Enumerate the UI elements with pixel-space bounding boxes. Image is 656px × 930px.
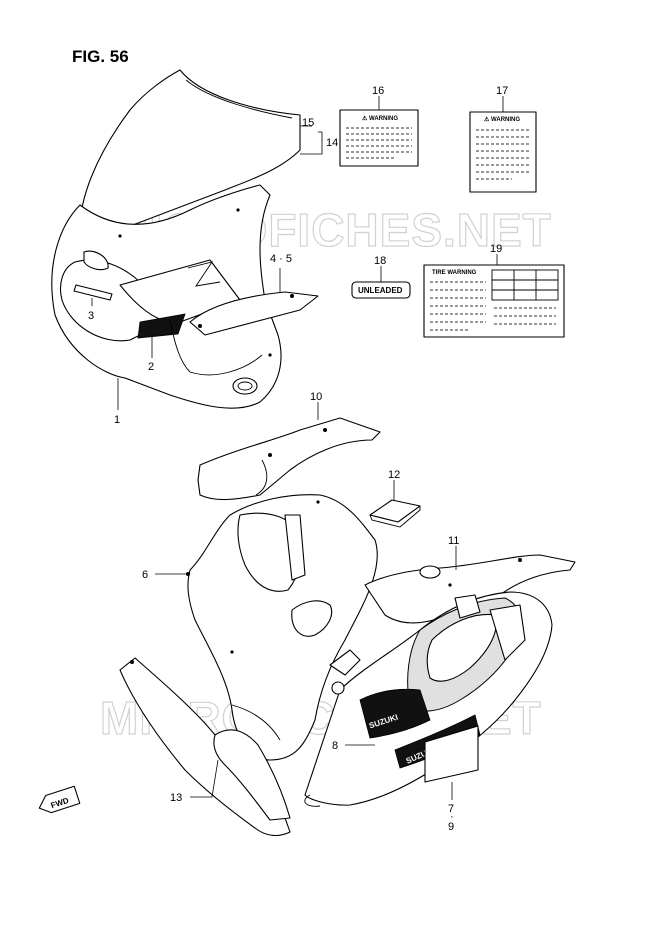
callout-6: 6 bbox=[142, 569, 148, 581]
callout-13: 13 bbox=[170, 792, 182, 804]
svg-text:TIRE WARNING: TIRE WARNING bbox=[432, 270, 477, 276]
part-6-left-under-cowl[interactable] bbox=[186, 494, 378, 761]
callout-9: 9 bbox=[448, 821, 454, 833]
label-19-tire-info[interactable]: TIRE WARNING bbox=[423, 264, 565, 338]
callout-16: 16 bbox=[372, 85, 384, 97]
callout-3: 3 bbox=[88, 310, 94, 322]
callout-1: 1 bbox=[114, 414, 120, 426]
callout-11: 11 bbox=[448, 535, 459, 547]
figure-title: FIG. 56 bbox=[72, 47, 129, 66]
part-4-5-inner-panel[interactable] bbox=[189, 291, 319, 336]
callout-15: 15 bbox=[302, 117, 314, 129]
callout-12: 12 bbox=[388, 469, 400, 481]
callout-2: 2 bbox=[148, 361, 154, 373]
svg-text:⚠ WARNING: ⚠ WARNING bbox=[484, 116, 520, 123]
svg-text:⚠ WARNING: ⚠ WARNING bbox=[362, 115, 398, 122]
callout-7: 7 bbox=[448, 803, 454, 815]
part-13-lower-panel[interactable] bbox=[119, 657, 291, 837]
callout-4-5: 4 · 5 bbox=[270, 253, 292, 265]
callout-18: 18 bbox=[374, 255, 386, 267]
part-7-9-sticker[interactable] bbox=[424, 725, 479, 783]
callout-numbers: 1 2 3 4 · 5 6 7 · 9 8 10 11 12 13 14 15 … bbox=[88, 85, 508, 833]
part-1-upper-cowling[interactable] bbox=[51, 69, 301, 409]
callout-17: 17 bbox=[496, 85, 508, 97]
forward-direction-arrow-icon: FWD bbox=[38, 785, 81, 814]
label-16-warning[interactable]: ⚠ WARNING bbox=[339, 109, 419, 167]
part-12-pad[interactable] bbox=[369, 499, 421, 528]
svg-text:UNLEADED: UNLEADED bbox=[358, 286, 403, 295]
label-18-unleaded[interactable]: UNLEADED bbox=[351, 281, 411, 299]
leader-lines bbox=[91, 96, 504, 800]
callout-14: 14 bbox=[326, 137, 338, 149]
label-17-warning[interactable]: ⚠ WARNING bbox=[469, 111, 537, 193]
callout-8: 8 bbox=[332, 740, 338, 752]
callout-10: 10 bbox=[310, 391, 322, 403]
part-10-inner-cover[interactable] bbox=[197, 417, 381, 501]
callout-19: 19 bbox=[490, 243, 502, 255]
callout-7-9-dot: · bbox=[450, 811, 454, 823]
